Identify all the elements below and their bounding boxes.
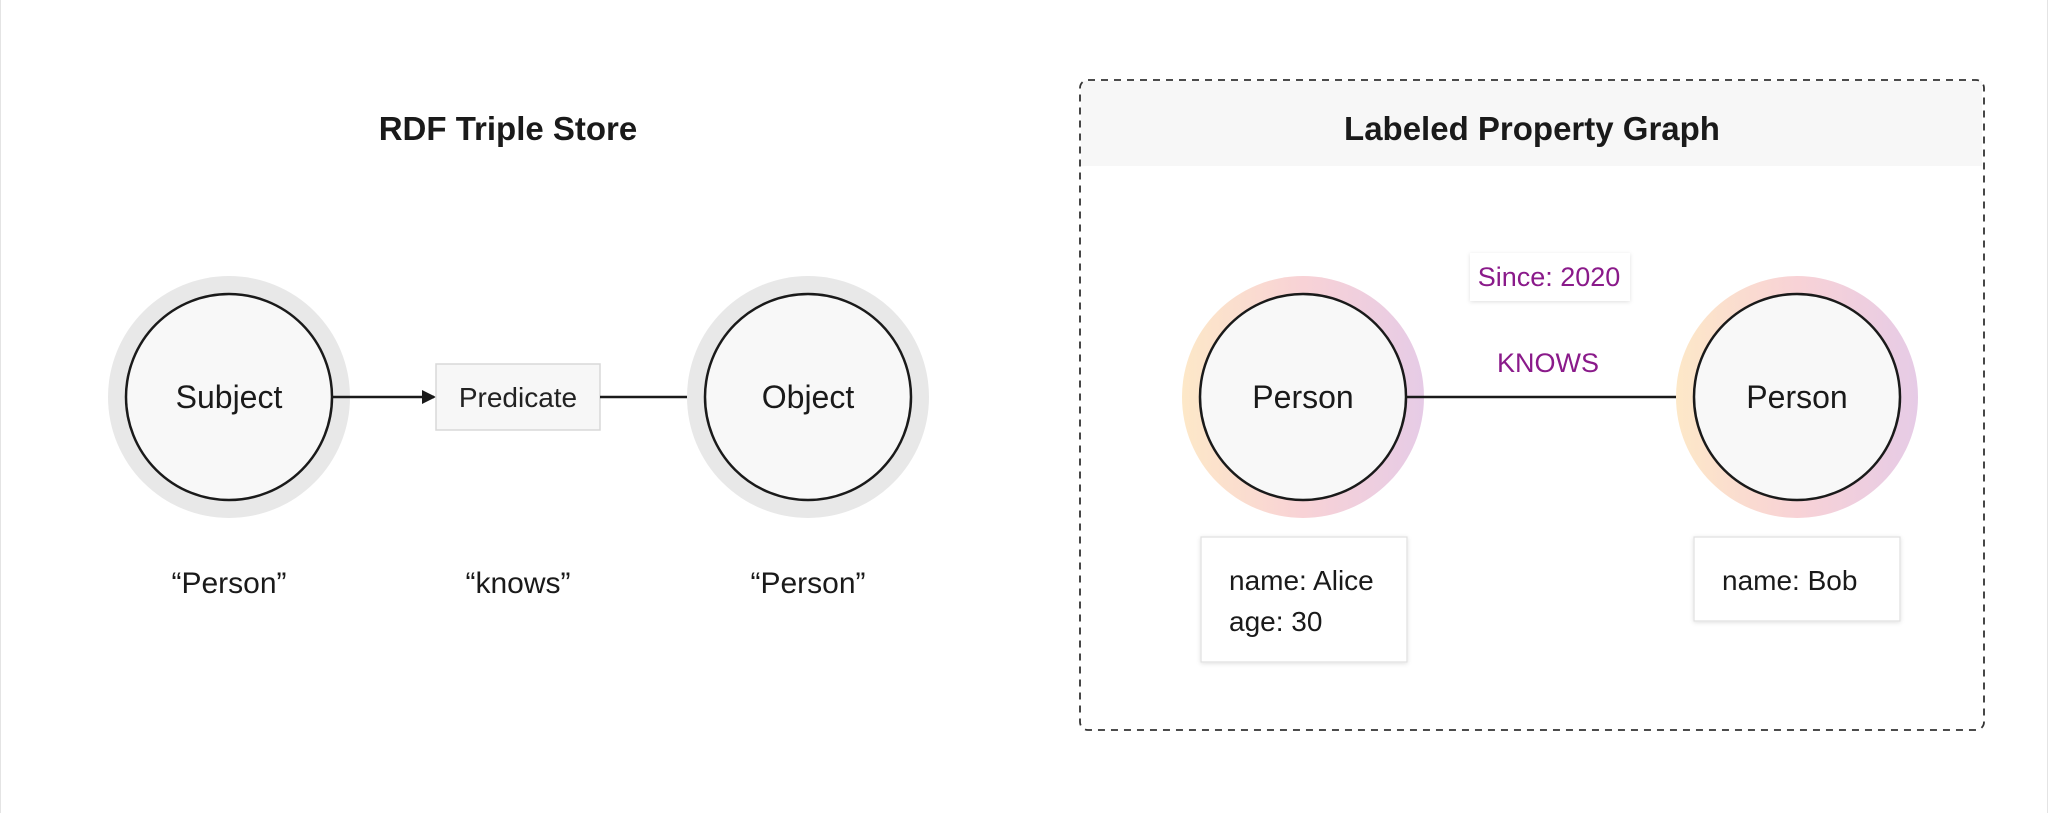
object-label: Object (762, 379, 855, 415)
object-node[interactable]: Object (687, 276, 929, 518)
predicate-value: “knows” (465, 567, 570, 600)
person-b-prop-name: name: Bob (1722, 565, 1857, 596)
predicate-node[interactable]: Predicate (435, 363, 601, 431)
person-node-a[interactable]: Person (1182, 276, 1424, 518)
person-a-prop-name: name: Alice (1229, 565, 1374, 596)
subject-label: Subject (176, 379, 283, 415)
subject-node[interactable]: Subject (108, 276, 350, 518)
predicate-box (435, 363, 601, 431)
lpg-title: Labeled Property Graph (1344, 110, 1720, 147)
person-a-prop-age: age: 30 (1229, 606, 1322, 637)
person-node-b[interactable]: Person (1676, 276, 1918, 518)
edge-property-box (1470, 253, 1630, 301)
person-b-circle (1692, 292, 1902, 502)
person-a-properties: name: Alice age: 30 (1200, 536, 1408, 663)
person-b-properties: name: Bob (1693, 536, 1901, 622)
lpg-header-band (1081, 81, 1982, 166)
object-value: “Person” (750, 567, 865, 600)
person-a-properties-box (1200, 536, 1408, 663)
edge-property-tag: Since: 2020 (1470, 253, 1630, 301)
predicate-label: Predicate (459, 382, 577, 413)
person-a-label: Person (1252, 379, 1353, 415)
edge-property-text: Since: 2020 (1478, 262, 1621, 292)
rdf-section: RDF Triple Store Subject Predicate Objec… (108, 110, 929, 600)
person-b-label: Person (1746, 379, 1847, 415)
subject-value: “Person” (171, 567, 286, 600)
person-b-properties-box (1693, 536, 1901, 622)
lpg-section: Labeled Property Graph Person Since: 202… (1079, 79, 1985, 731)
object-circle (703, 292, 913, 502)
edge-label: KNOWS (1497, 348, 1599, 378)
rdf-title: RDF Triple Store (379, 110, 638, 147)
lpg-container (1079, 79, 1985, 731)
